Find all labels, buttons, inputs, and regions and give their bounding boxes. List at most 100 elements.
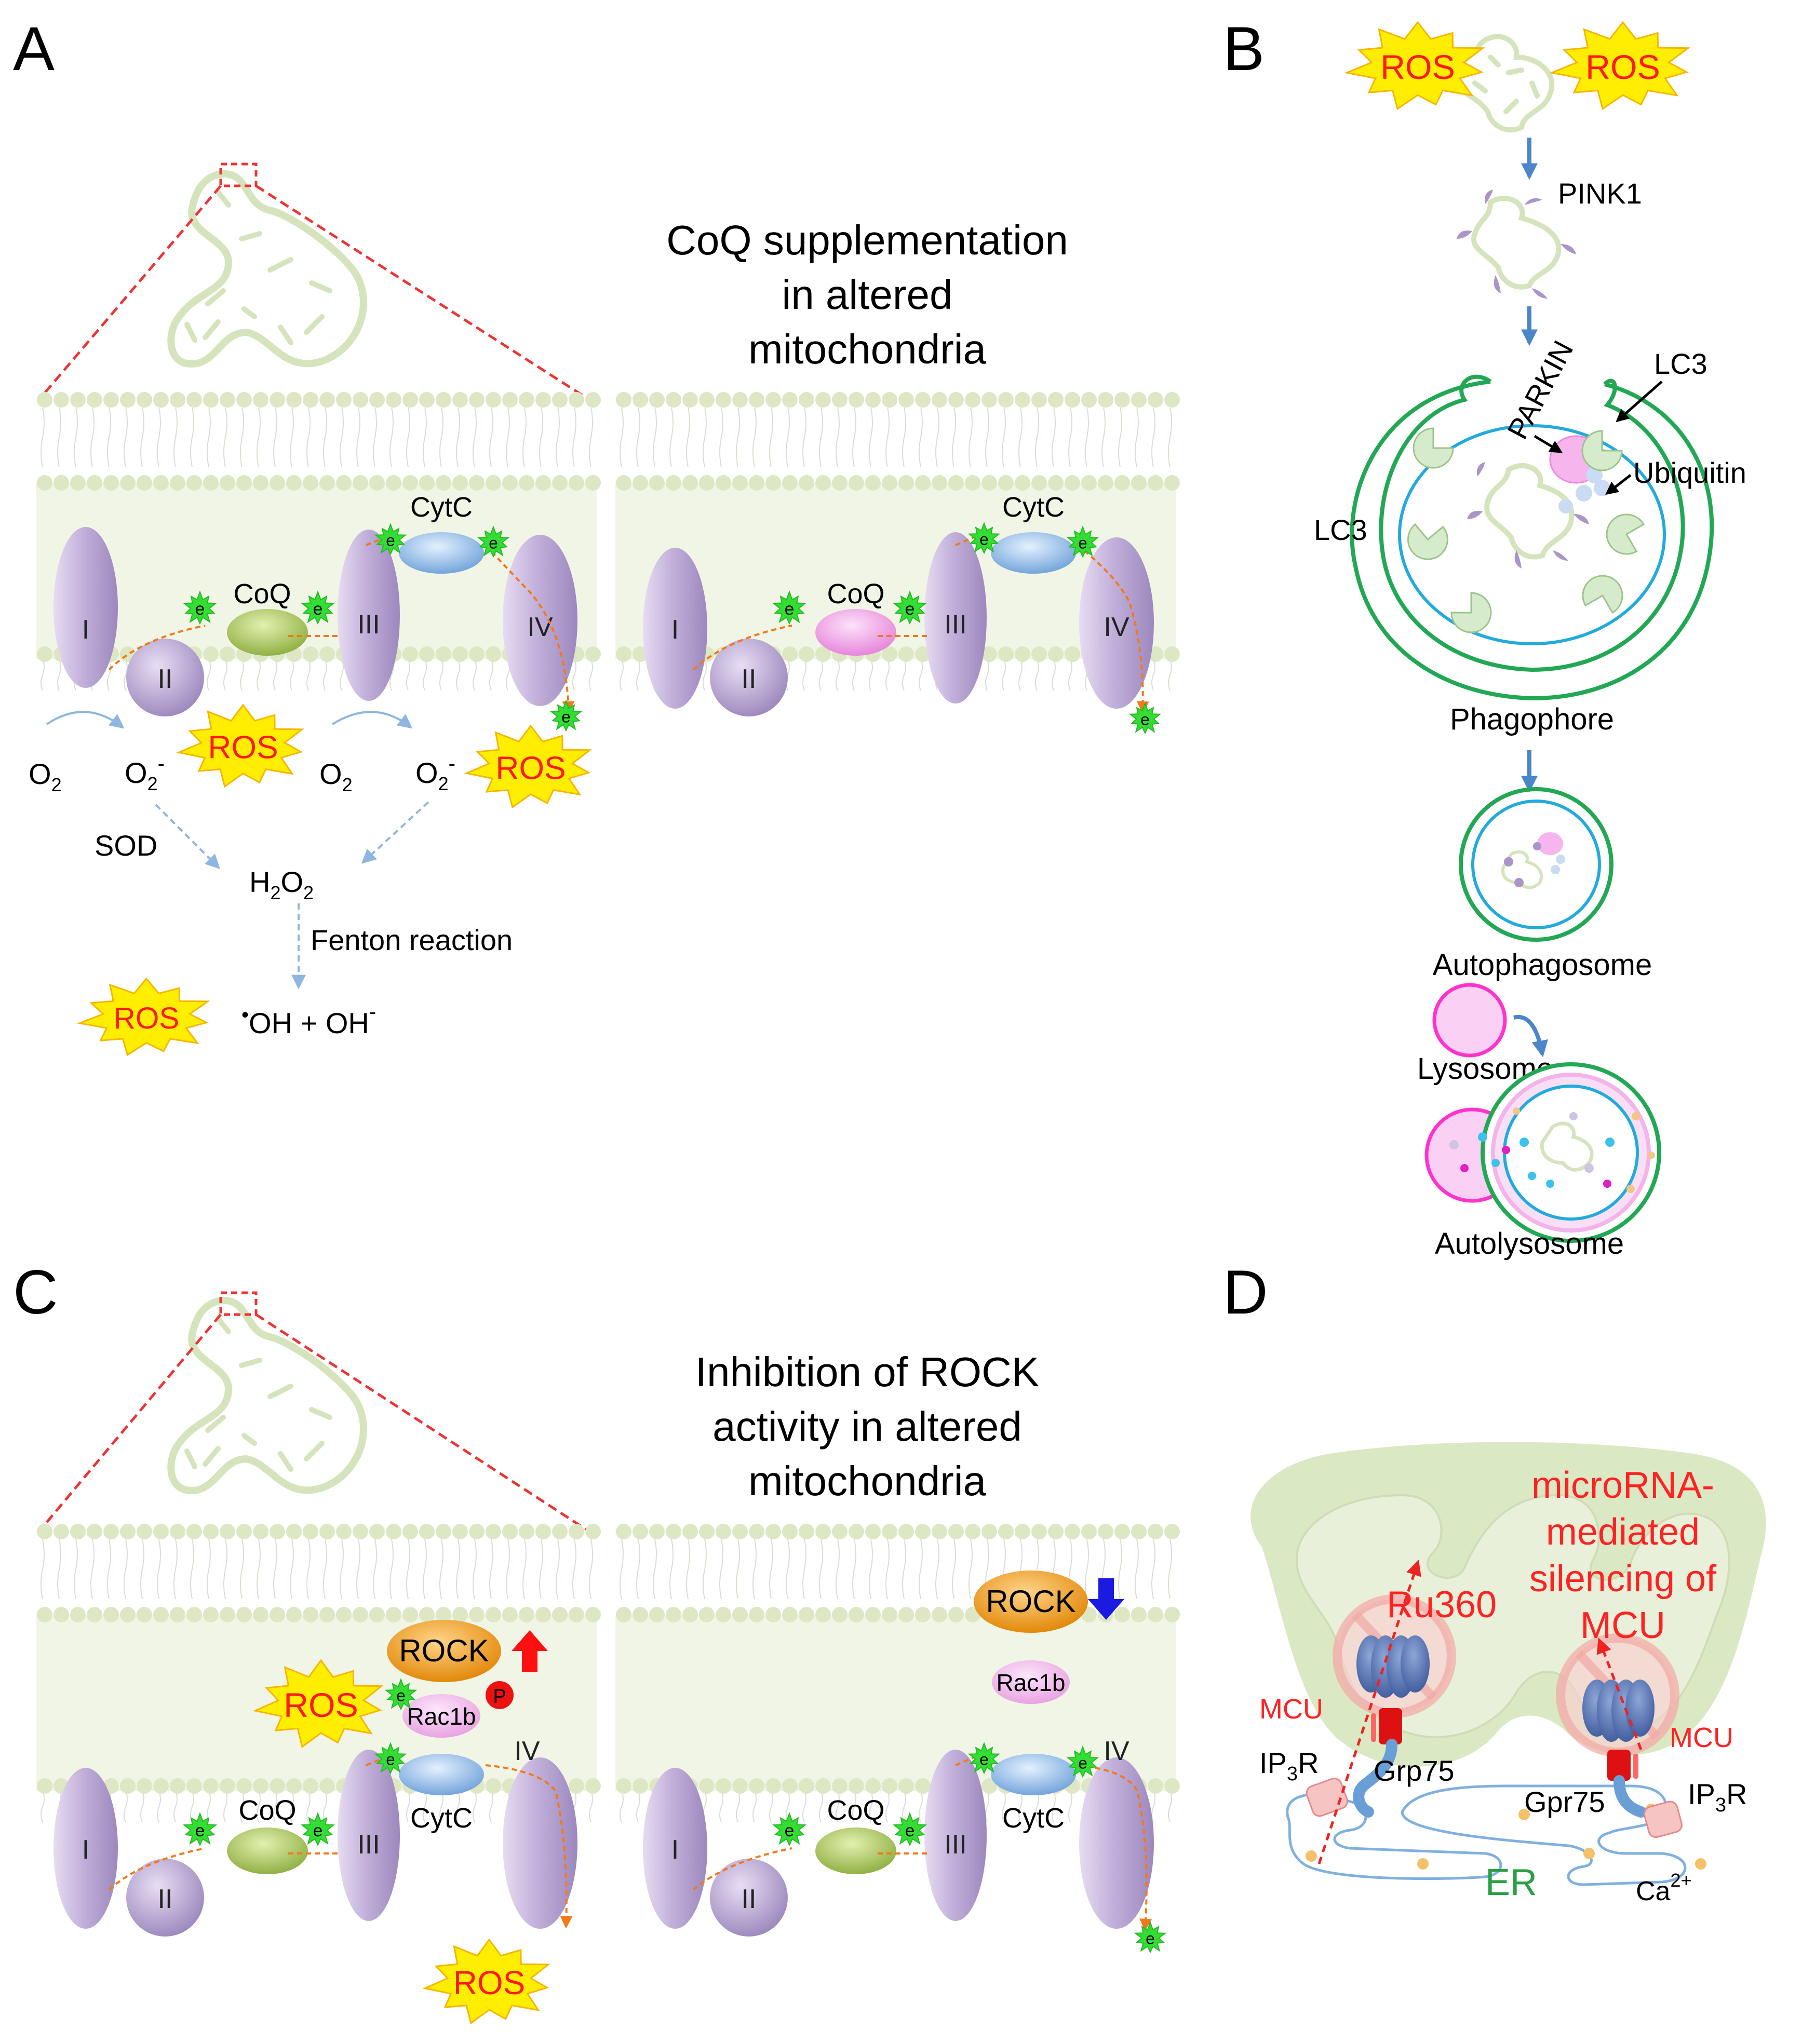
complex-ii-label: II <box>742 1884 757 1914</box>
lipid-head <box>633 1524 648 1539</box>
etc-c-right: ROCK Rac1b I II CoQ III CytC IV <box>643 1571 1154 1937</box>
lipid-head <box>137 475 152 491</box>
lipid-tail <box>456 407 460 468</box>
complex-iv <box>503 1757 577 1929</box>
lipid-head <box>1031 646 1047 662</box>
lipid-tail <box>1018 659 1023 691</box>
lipid-tail <box>1068 1791 1072 1823</box>
pink1-label: PINK1 <box>1558 177 1642 210</box>
lipid-head <box>585 475 601 491</box>
lipid-tail <box>1085 1539 1089 1600</box>
lipid-tail <box>223 1539 227 1600</box>
lipid-head <box>120 1607 136 1622</box>
lipid-tail <box>819 659 823 691</box>
lipid-head <box>203 1778 219 1794</box>
lipid-tail <box>124 659 128 691</box>
lipid-tail <box>257 659 261 691</box>
lipid-tail <box>703 407 707 468</box>
lc3-pointer <box>1616 381 1663 423</box>
etc-c-left: ROCK Rac1b P I II CoQ III CytC IV <box>53 1620 577 1937</box>
panel-d-title-line-4: MCU <box>1580 1605 1665 1646</box>
panel-d-letter: D <box>1223 1257 1268 1327</box>
lipid-tail <box>985 1791 989 1823</box>
lipid-head <box>486 646 501 662</box>
lipid-tail <box>306 1791 311 1823</box>
lipid-head <box>882 1778 897 1794</box>
coq-carrier <box>227 609 308 656</box>
electron-icon: e <box>772 1812 807 1847</box>
lipid-head <box>815 646 831 662</box>
complex-i-label: I <box>82 1835 89 1865</box>
complex-i-label: I <box>671 1835 679 1865</box>
lipid-head <box>486 1607 501 1622</box>
lipid-tail <box>522 1539 527 1600</box>
lipid-head <box>336 1524 352 1539</box>
lipid-head <box>815 1607 831 1622</box>
electron-label: e <box>386 531 395 549</box>
lipid-head <box>186 475 202 491</box>
lipid-tail <box>636 407 640 468</box>
lipid-head <box>1098 1524 1113 1539</box>
electron-icon: e <box>772 590 807 625</box>
lipid-head <box>270 475 285 491</box>
h2o2-label: H2O2 <box>249 865 314 903</box>
lipid-head <box>1081 392 1097 408</box>
lipid-head <box>799 392 814 408</box>
lipid-tail <box>902 659 906 691</box>
lipid-tail <box>736 407 740 468</box>
lipid-head <box>633 1607 648 1622</box>
fenton-reaction-label: Fenton reaction <box>311 924 513 956</box>
lipid-tail <box>572 659 576 691</box>
ubiquitin-label: Ubiquitin <box>1633 456 1746 489</box>
mitochondrion-icon <box>167 170 367 368</box>
complex-ii <box>126 639 204 716</box>
complex-i <box>643 548 707 709</box>
lipid-head <box>386 1607 401 1622</box>
electron-label: e <box>396 1686 406 1704</box>
lipid-tail <box>852 1791 856 1823</box>
lipid-head <box>1164 1607 1180 1622</box>
lipid-tail <box>902 1539 906 1600</box>
autolysosome <box>1424 1062 1661 1243</box>
electron-label: e <box>905 600 915 619</box>
lipid-head <box>303 646 318 662</box>
lipid-head <box>53 1607 69 1622</box>
lipid-head <box>898 646 914 662</box>
coq-carrier-supplemented <box>815 609 896 656</box>
complex-iv-label: IV <box>514 1736 540 1766</box>
lipid-tail <box>223 407 227 468</box>
lipid-tail <box>157 1791 161 1823</box>
lipid-tail <box>852 407 856 468</box>
lipid-head <box>220 392 235 408</box>
lipid-tail <box>653 1539 657 1600</box>
lipid-head <box>153 475 169 491</box>
complex-i <box>53 1768 118 1929</box>
lipid-tail <box>1151 659 1155 691</box>
lipid-tail <box>456 1539 460 1600</box>
lipid-head <box>502 1524 518 1539</box>
panel-c-letter: C <box>13 1257 58 1327</box>
lipid-head <box>815 1524 831 1539</box>
lipid-tail <box>802 659 806 691</box>
phospho-badge <box>486 1681 514 1709</box>
lipid-tail <box>786 407 790 468</box>
electron-label: e <box>386 1750 395 1768</box>
zoom-line-left <box>38 1314 222 1533</box>
lipid-head <box>452 475 468 491</box>
electron-label: e <box>489 533 498 552</box>
ros-burst: ROS <box>1344 21 1485 111</box>
lipid-head <box>120 392 136 408</box>
ubiquitin-pointer <box>1605 474 1632 495</box>
endoplasmic-reticulum <box>1286 1784 1687 1886</box>
lipid-head <box>782 1607 798 1622</box>
lipid-head <box>799 1607 814 1622</box>
lipid-head <box>1164 1524 1180 1539</box>
lipid-tail <box>1035 1791 1039 1823</box>
electron-icon: e <box>1066 525 1099 558</box>
lipid-head <box>402 1524 418 1539</box>
lipid-head <box>1164 392 1180 408</box>
lipid-tail <box>273 1539 277 1600</box>
rock-label: ROCK <box>986 1584 1075 1619</box>
lipid-head <box>749 1778 764 1794</box>
coq-label: CoQ <box>238 1795 296 1826</box>
